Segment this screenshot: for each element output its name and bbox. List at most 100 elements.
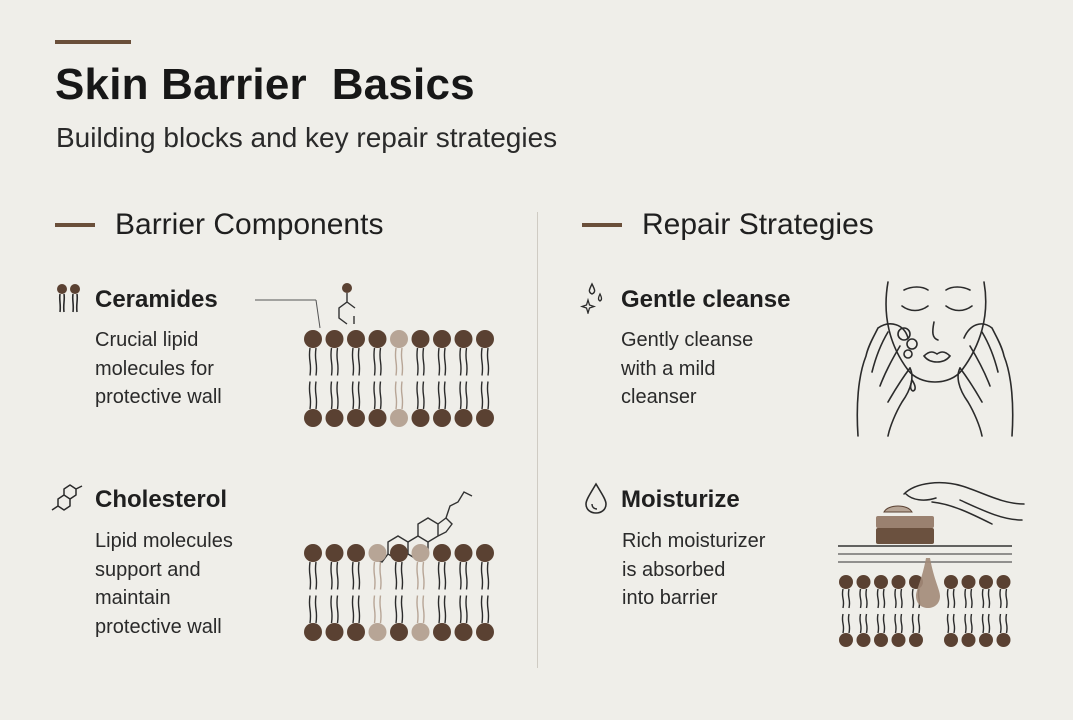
- lipid-tail: [911, 588, 915, 609]
- lipid-head: [433, 623, 451, 641]
- lipid-tail: [422, 561, 425, 590]
- section-heading-components: Barrier Components: [55, 208, 383, 242]
- lipid-head: [476, 623, 494, 641]
- lipid-tail: [894, 613, 897, 634]
- lipid-tail: [443, 347, 447, 376]
- lipid-head: [909, 633, 923, 647]
- lipid-tail: [330, 347, 333, 376]
- lipid-tail: [379, 595, 382, 624]
- lipid-head: [856, 575, 871, 589]
- lipid-tail: [859, 613, 862, 634]
- desc-line: Gently cleanse: [621, 329, 754, 351]
- lipid-tail: [308, 595, 312, 624]
- lipid-tail: [422, 381, 425, 410]
- lipid-tail: [480, 381, 484, 410]
- lipid-tail: [459, 381, 462, 410]
- lipid-tail: [336, 595, 339, 624]
- lipid-head: [891, 633, 906, 647]
- lipid-tail: [486, 561, 490, 590]
- lipid-head: [476, 409, 494, 427]
- lipid-tail: [330, 595, 333, 624]
- lipid-head: [347, 623, 365, 641]
- ceramides-description: Crucial lipid molecules for protective w…: [95, 326, 222, 412]
- lipid-tail: [400, 381, 404, 410]
- lipid-head: [304, 544, 322, 562]
- lipid-tail: [459, 595, 462, 624]
- lipid-tail: [999, 588, 1002, 609]
- lipid-tail: [952, 613, 956, 634]
- lipid-tail: [894, 588, 897, 609]
- lipid-head: [304, 409, 322, 427]
- section-heading-text: Barrier Components: [115, 208, 384, 241]
- gentle-cleanse-description: Gently cleanse with a mild cleanser: [621, 326, 753, 412]
- lipid-tail: [865, 613, 868, 634]
- lipid-tail: [437, 561, 441, 590]
- lipid-tail: [394, 595, 398, 624]
- lipid-tail: [357, 595, 361, 624]
- lipid-tail: [1005, 588, 1008, 609]
- lipid-tail: [416, 347, 419, 376]
- header-accent-rule: [55, 40, 131, 44]
- gentle-cleanse-title: Gentle cleanse: [621, 286, 791, 313]
- sparkle-drops-icon: [580, 282, 603, 314]
- lipid-tail: [486, 381, 490, 410]
- lipid-tail: [314, 381, 318, 410]
- lipid-head: [979, 575, 993, 589]
- lipid-tail: [480, 347, 484, 376]
- lipid-head: [368, 330, 387, 348]
- lipid-head: [996, 575, 1011, 589]
- lipid-tail: [373, 381, 376, 410]
- lipid-tail: [314, 561, 318, 590]
- lipid-tail: [946, 613, 950, 634]
- lipid-tail: [357, 347, 361, 376]
- lipid-head: [304, 623, 322, 641]
- section-heading-text: Repair Strategies: [642, 208, 874, 241]
- lipid-tail: [394, 381, 398, 410]
- lipid-tail: [865, 588, 868, 609]
- lipid-tail: [964, 613, 967, 634]
- lipid-tail: [981, 588, 985, 609]
- lipid-tail: [459, 347, 462, 376]
- lipid-tail: [351, 561, 355, 590]
- lipid-head: [390, 544, 408, 562]
- lipid-head: [454, 544, 473, 562]
- lipid-tail: [987, 613, 991, 634]
- lipid-tail: [847, 613, 851, 634]
- lipid-tail: [373, 347, 376, 376]
- desc-line: Rich moisturizer: [622, 530, 766, 552]
- lipid-tail: [465, 381, 468, 410]
- lipid-tail: [308, 347, 312, 376]
- lipid-tail: [336, 381, 339, 410]
- lipid-tail: [351, 595, 355, 624]
- lipid-tail: [373, 595, 376, 624]
- lipid-tail: [917, 613, 921, 634]
- lipid-head: [996, 633, 1011, 647]
- lipid-tail: [314, 347, 318, 376]
- lipid-tail: [422, 347, 425, 376]
- lipid-tail: [847, 588, 851, 609]
- lipid-tail: [308, 561, 312, 590]
- lipid-tail: [486, 595, 490, 624]
- lipid-tail: [443, 595, 447, 624]
- lipid-tail: [952, 588, 956, 609]
- moisturize-title: Moisturize: [621, 486, 740, 513]
- lipid-head: [390, 623, 408, 641]
- lipid-head: [961, 575, 976, 589]
- lipid-head: [325, 330, 344, 348]
- lipid-tail: [400, 595, 404, 624]
- lipid-tail: [480, 561, 484, 590]
- lipid-tail: [400, 347, 404, 376]
- desc-line: is absorbed: [622, 558, 726, 581]
- lipid-head: [347, 544, 365, 562]
- lipid-tail: [999, 613, 1002, 634]
- lipid-head: [839, 575, 853, 589]
- lipid-tail: [373, 561, 376, 590]
- lipid-head: [411, 544, 430, 562]
- lipid-head: [874, 575, 888, 589]
- desc-line: Crucial lipid: [95, 329, 199, 351]
- lipid-tail: [422, 595, 425, 624]
- lipid-tail: [336, 347, 339, 376]
- lipid-head: [325, 544, 344, 562]
- lipid-tail: [465, 561, 468, 590]
- lipid-head: [433, 330, 451, 348]
